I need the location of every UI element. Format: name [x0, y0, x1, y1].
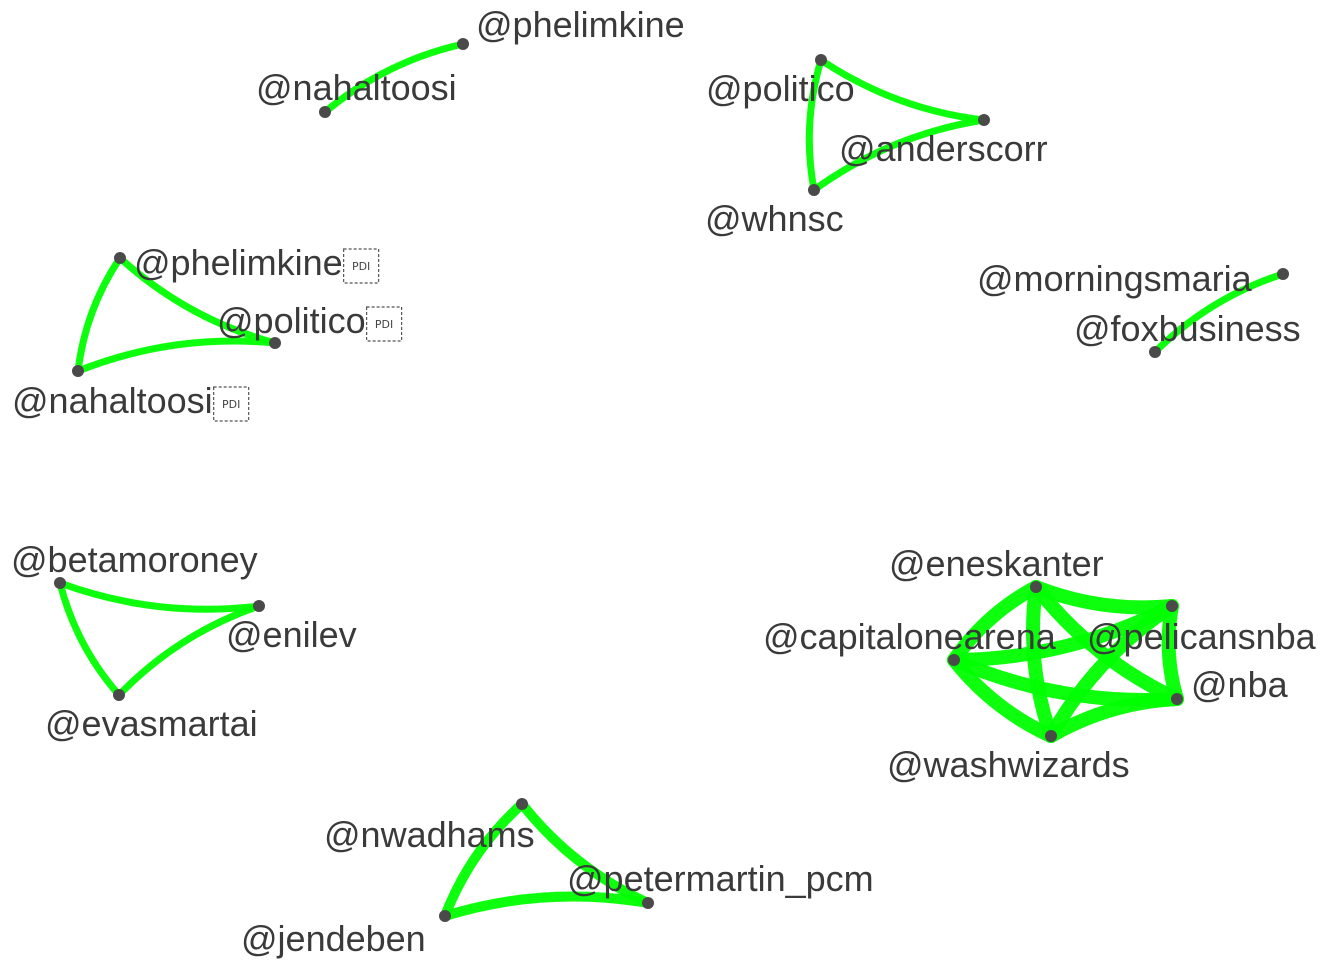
edge-eneskanter-capitalonearena	[947, 580, 1043, 667]
label-politico-pdi: @politico	[217, 300, 366, 341]
edge-capitalonearena-washwizards	[947, 653, 1058, 743]
edge-morningsmaria-foxbusiness	[1151, 270, 1287, 356]
label-whnsc: @whnsc	[705, 198, 844, 239]
edge-politico-nahaltoosi	[74, 337, 279, 375]
label-foxbusiness: @foxbusiness	[1074, 308, 1301, 349]
node-evasmartai[interactable]	[113, 689, 125, 701]
node-nba[interactable]	[1171, 693, 1183, 705]
label-washwizards: @washwizards	[887, 744, 1130, 785]
edge-pelicansnba-washwizards	[1044, 599, 1179, 743]
edge-nba-washwizards	[1044, 692, 1184, 743]
node-foxbusiness[interactable]	[1149, 346, 1161, 358]
edge-eneskanter-nba	[1029, 580, 1184, 706]
edge-anderscorr-whnsc	[810, 116, 988, 194]
label-phelimkine-pdi: @phelimkine	[134, 242, 343, 283]
nodes-layer	[54, 38, 1289, 922]
edge-politico-whnsc	[805, 56, 825, 194]
node-nwadhams[interactable]	[516, 798, 528, 810]
edge-phelimkine-politico	[116, 254, 279, 347]
label-evasmartai: @evasmartai	[45, 703, 258, 744]
svg-text:PDI: PDI	[352, 260, 370, 273]
node-anderscorr[interactable]	[978, 114, 990, 126]
label-jendeben: @jendeben	[241, 918, 426, 959]
label-phelimkine: @phelimkine	[476, 4, 685, 45]
label-capitalonearena: @capitalonearena	[763, 616, 1057, 657]
label-betamoroney: @betamoroney	[11, 539, 258, 580]
node-phelimkine[interactable]	[457, 38, 469, 50]
node-washwizards[interactable]	[1045, 730, 1057, 742]
node-betamoroney[interactable]	[54, 577, 66, 589]
pdi-glyph-icon: PDI	[366, 306, 403, 342]
node-capitalonearena[interactable]	[948, 654, 960, 666]
node-nahaltoosi[interactable]	[72, 365, 84, 377]
edges-layer	[56, 40, 1287, 921]
edge-betamoroney-enilev	[56, 579, 263, 613]
svg-text:PDI: PDI	[375, 318, 393, 331]
label-eneskanter: @eneskanter	[889, 543, 1104, 584]
label-nahaltoosi-pdi: @nahaltoosi	[12, 380, 213, 421]
label-anderscorr: @anderscorr	[839, 128, 1048, 169]
node-nahaltoosi[interactable]	[319, 106, 331, 118]
label-nahaltoosi: @nahaltoosi	[256, 67, 457, 108]
label-nba: @nba	[1191, 664, 1289, 705]
edge-phelimkine-nahaltoosi	[74, 254, 124, 375]
pdi-glyph-icon: PDI	[343, 248, 380, 284]
node-enilev[interactable]	[253, 600, 265, 612]
label-pelicansnba: @pelicansnba	[1087, 616, 1317, 657]
edge-enilev-evasmartai	[115, 602, 263, 699]
label-petermartin_pcm: @petermartin_pcm	[567, 858, 874, 899]
edge-nwadhams-petermartin_pcm	[517, 799, 653, 908]
node-phelimkine[interactable]	[114, 252, 126, 264]
pdi-glyph-icon: PDI	[213, 386, 250, 422]
node-jendeben[interactable]	[439, 910, 451, 922]
labels-layer: @phelimkine@nahaltoosi@politico@andersco…	[11, 4, 1317, 959]
edge-eneskanter-washwizards	[1025, 580, 1058, 743]
label-politico: @politico	[706, 68, 855, 109]
node-politico[interactable]	[269, 337, 281, 349]
edge-nwadhams-jendeben	[440, 799, 527, 921]
svg-text:PDI: PDI	[222, 398, 240, 411]
edge-petermartin_pcm-jendeben	[440, 891, 653, 921]
label-nwadhams: @nwadhams	[324, 814, 535, 855]
label-enilev: @enilev	[226, 614, 357, 655]
node-politico[interactable]	[815, 54, 827, 66]
node-whnsc[interactable]	[808, 184, 820, 196]
node-petermartin_pcm[interactable]	[642, 897, 654, 909]
node-eneskanter[interactable]	[1030, 581, 1042, 593]
node-pelicansnba[interactable]	[1166, 600, 1178, 612]
edge-politico-anderscorr	[817, 56, 988, 124]
node-morningsmaria[interactable]	[1277, 268, 1289, 280]
edge-phelimkine-nahaltoosi	[321, 40, 467, 116]
edge-betamoroney-evasmartai	[56, 579, 123, 699]
label-morningsmaria: @morningsmaria	[977, 258, 1253, 299]
